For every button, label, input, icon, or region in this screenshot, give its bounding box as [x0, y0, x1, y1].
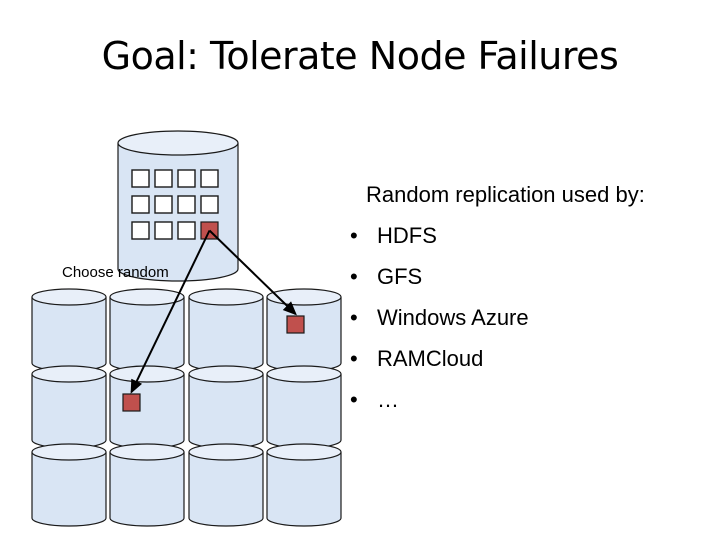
storage-node-disk [109, 443, 185, 527]
bullet-text: HDFS [377, 223, 437, 248]
disk-top [31, 288, 107, 306]
storage-node-disk [109, 365, 185, 449]
bullet-dot: • [350, 346, 358, 371]
bullet-text: … [377, 387, 399, 412]
info-heading: Random replication used by: [366, 182, 645, 207]
bullet-item: • RAMCloud [350, 338, 645, 379]
bullet-item: • GFS [350, 256, 645, 297]
disk-top [266, 443, 342, 461]
replication-arrow [208, 229, 297, 316]
chunk-slot [154, 221, 173, 240]
disk-top [31, 443, 107, 461]
bullet-text: Windows Azure [377, 305, 529, 330]
disk-body [266, 374, 342, 449]
disk-top [188, 365, 264, 383]
disk-body [31, 297, 107, 372]
disk-body [188, 374, 264, 449]
disk-top [31, 365, 107, 383]
bullet-dot: • [350, 305, 358, 330]
bullet-dot: • [350, 264, 358, 289]
bullet-dot: • [350, 387, 358, 412]
storage-node-disk [266, 443, 342, 527]
storage-node-disk [266, 288, 342, 372]
chunk-slot [154, 195, 173, 214]
disk-top [188, 443, 264, 461]
chunk-slot [177, 195, 196, 214]
storage-node-disk [266, 365, 342, 449]
disk-body [188, 452, 264, 527]
disk-top [109, 443, 185, 461]
bullet-text: RAMCloud [377, 346, 484, 371]
disk-top [266, 365, 342, 383]
replica-chunk [286, 315, 305, 334]
bullet-item: • Windows Azure [350, 297, 645, 338]
bullet-item: • HDFS [350, 215, 645, 256]
storage-node-disk [188, 443, 264, 527]
bullet-item: •… [350, 379, 645, 420]
disk-body [31, 452, 107, 527]
disk-body [109, 452, 185, 527]
replication-arrow [130, 230, 211, 394]
chunk-slot [200, 169, 219, 188]
disk-top [109, 365, 185, 383]
replica-chunk [122, 393, 141, 412]
disk-body [31, 374, 107, 449]
slide-title: Goal: Tolerate Node Failures [101, 34, 619, 78]
chunk-slot [177, 221, 196, 240]
disk-top [188, 288, 264, 306]
chunk-slot [131, 195, 150, 214]
chunk-slot [200, 195, 219, 214]
disk-top [117, 130, 239, 156]
replication-info: Random replication used by: • HDFS • GFS • Wi… [350, 174, 645, 420]
chunk-slot [154, 169, 173, 188]
chunk-slot [131, 221, 150, 240]
disk-top [109, 288, 185, 306]
storage-node-disk [31, 365, 107, 449]
storage-node-disk [188, 365, 264, 449]
disk-body [266, 452, 342, 527]
disk-top [266, 288, 342, 306]
chunk-slot [131, 169, 150, 188]
bullet-text: GFS [377, 264, 423, 289]
disk-body [266, 297, 342, 372]
choose-random-label: Choose random [62, 264, 169, 281]
storage-node-disk [31, 288, 107, 372]
storage-node-disk [31, 443, 107, 527]
disk-body [188, 297, 264, 372]
storage-node-disk [188, 288, 264, 372]
bullet-list: •HDFS•GFS•Windows Azure•RAMCloud•… [350, 215, 645, 420]
chunk-slot [177, 169, 196, 188]
bullet-dot: • [350, 223, 358, 248]
disk-body [109, 374, 185, 449]
